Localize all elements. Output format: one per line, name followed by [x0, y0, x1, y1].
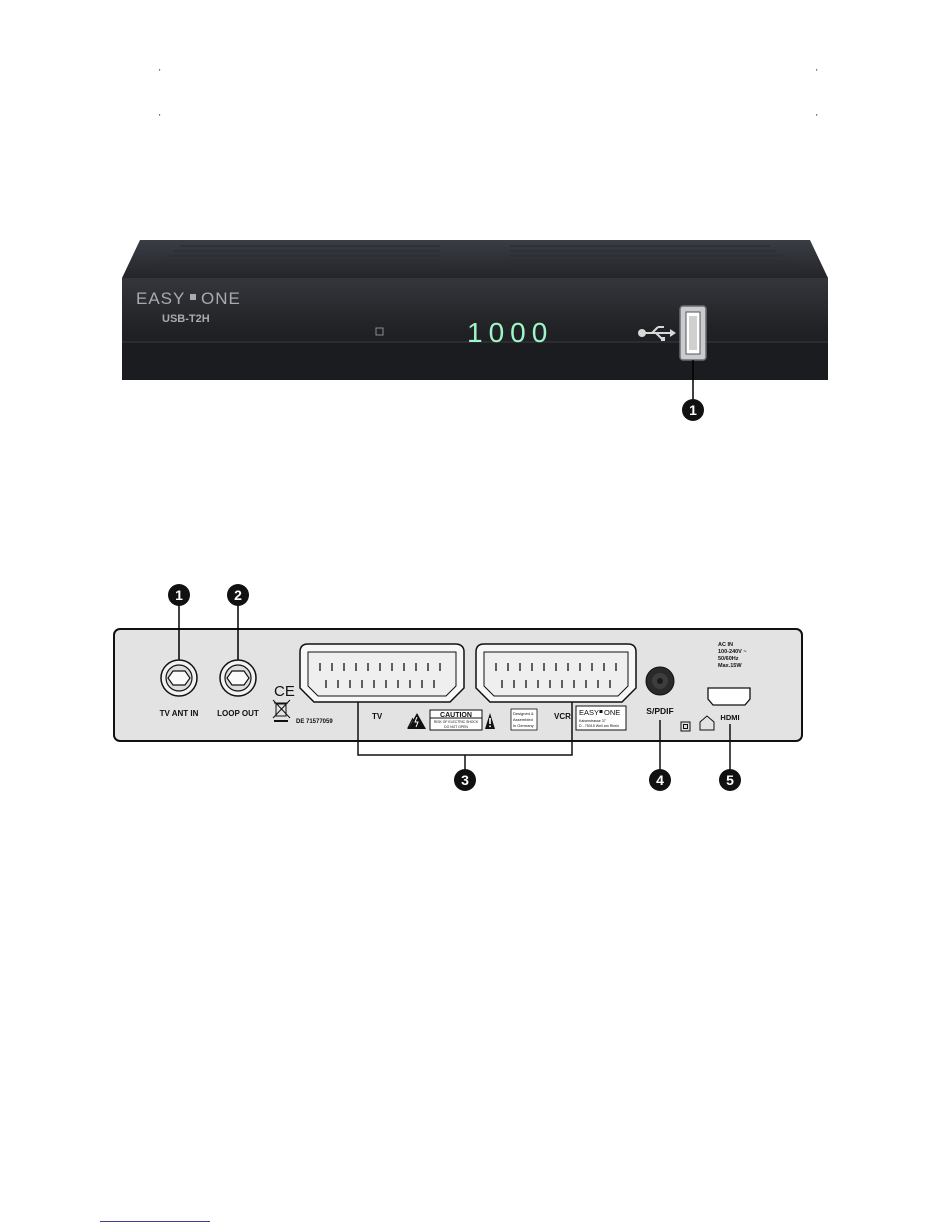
scart-vcr-label: VCR — [554, 712, 571, 721]
ce-mark: CE — [274, 683, 295, 700]
caution-line-1: RISK OF ELECTRIC SHOCK — [434, 720, 479, 724]
loop-out-label: LOOP OUT — [217, 709, 259, 718]
scart-vcr-connector — [476, 644, 636, 702]
registration-number: DE 71577059 — [296, 719, 333, 725]
ac-in-line-1: AC IN — [718, 642, 733, 648]
hdmi-label: HDMI — [720, 713, 739, 722]
front-panel-illustration: EASY ONE USB-T2H 1000 1 — [110, 230, 840, 430]
designed-line-3: in Germany — [513, 723, 534, 728]
footnote-separator — [100, 1221, 210, 1222]
brand-right: ONE — [201, 289, 241, 308]
callout-number: 5 — [726, 772, 734, 788]
tv-ant-in-connector — [161, 660, 197, 696]
led-display: 1000 — [467, 317, 553, 348]
model-label: USB-T2H — [162, 313, 210, 325]
tv-ant-in-label: TV ANT IN — [160, 709, 199, 718]
callout-number: 1 — [175, 587, 183, 603]
designed-line-2: Assembled — [513, 717, 533, 722]
scart-tv-connector — [300, 644, 464, 702]
brand-left: EASY — [136, 289, 185, 308]
page-mark: ' — [816, 113, 818, 122]
caution-line-2: DO NOT OPEN — [444, 725, 468, 729]
spdif-label: S/PDIF — [646, 706, 673, 716]
label-brand-separator — [600, 710, 603, 713]
label-brand-left: EASY — [579, 708, 599, 717]
page-mark: ' — [159, 113, 161, 122]
callout-number: 4 — [656, 772, 664, 788]
spdif-connector — [646, 667, 674, 695]
page-mark: ' — [159, 68, 161, 77]
designed-line-1: Designed & — [513, 711, 534, 716]
ac-in-line-4: Max.15W — [718, 663, 742, 669]
rear-panel-illustration: 1 2 TV ANT IN LOOP OUT CE DE 71577059 TV — [110, 580, 810, 795]
hdmi-connector — [708, 688, 750, 705]
callout-number: 1 — [689, 402, 697, 418]
label-brand-right: ONE — [604, 708, 620, 717]
label-address-2: D - 75015 Weil am Rhein — [579, 724, 619, 728]
ac-in-line-3: 50/60Hz — [718, 656, 739, 662]
caution-title: CAUTION — [440, 712, 472, 719]
brand-separator — [190, 294, 196, 300]
scart-tv-label: TV — [372, 712, 383, 721]
label-address-1: Kaiserstrasse 37 — [579, 719, 606, 723]
page-mark: ' — [816, 68, 818, 77]
loop-out-connector — [220, 660, 256, 696]
callout-number: 3 — [461, 772, 469, 788]
ac-in-line-2: 100-240V ~ — [718, 649, 747, 655]
callout-number: 2 — [234, 587, 242, 603]
